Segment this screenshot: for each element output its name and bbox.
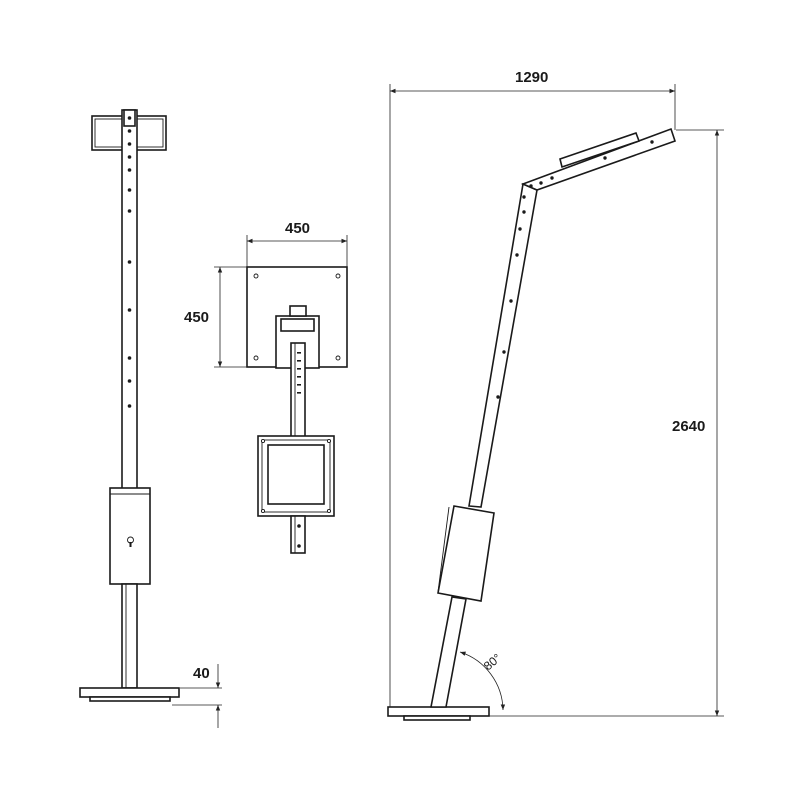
side-upper-pole <box>468 182 538 508</box>
side-arm <box>520 127 677 191</box>
dim-total-width: 1290 <box>389 69 676 707</box>
front-lower-pole <box>121 583 138 689</box>
dim-label-total-width: 1290 <box>515 69 548 86</box>
dim-panel-height: 450 <box>184 266 247 368</box>
dim-base-height: 40 <box>172 664 222 728</box>
front-base-plate <box>79 687 180 698</box>
dim-total-height: 2640 <box>489 129 724 717</box>
panel-pole-holes <box>297 352 301 394</box>
dim-label-tilt-angle: 80° <box>481 651 504 674</box>
side-view: 1290 2640 80° <box>387 69 724 721</box>
panel-detail-view: 450 450 <box>184 220 348 554</box>
side-arm-holes <box>529 140 654 188</box>
front-pole <box>121 109 138 491</box>
dim-label-panel-width: 450 <box>285 220 310 237</box>
side-cabinet <box>437 505 495 602</box>
dim-label-total-height: 2640 <box>672 418 705 435</box>
dim-label-base-height: 40 <box>193 665 210 682</box>
dim-panel-width: 450 <box>246 220 348 267</box>
front-pole-holes <box>127 116 132 408</box>
dim-label-panel-height: 450 <box>184 309 209 326</box>
side-panel <box>559 131 641 169</box>
side-pole-holes <box>496 195 526 399</box>
side-base-plate <box>387 706 490 717</box>
lock-icon <box>127 536 134 547</box>
front-view: 40 <box>79 109 222 728</box>
panel-bottom-segment <box>290 515 306 554</box>
panel-pole-segment <box>290 342 306 439</box>
front-cabinet <box>109 487 151 585</box>
dim-tilt-angle: 80° <box>459 651 506 711</box>
